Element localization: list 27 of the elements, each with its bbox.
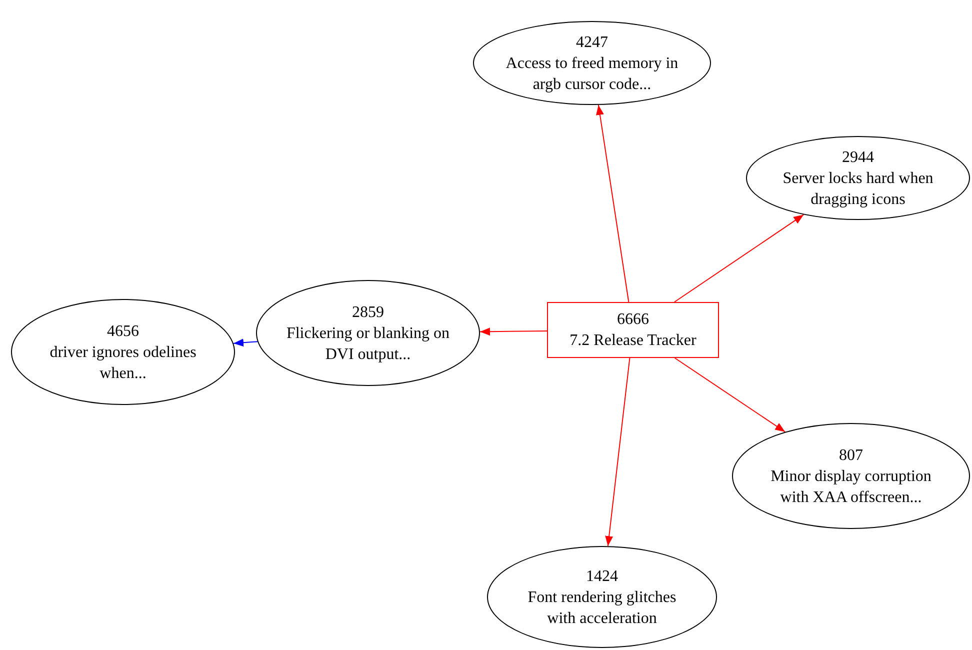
arrow <box>479 328 548 336</box>
bug-number: 807 <box>839 446 863 466</box>
bug-title: Server locks hard when dragging icons <box>782 168 934 210</box>
bug-number: 4247 <box>576 32 608 52</box>
bug-number: 2859 <box>352 302 384 322</box>
bug-number: 2944 <box>842 148 874 168</box>
bug-ellipse <box>746 136 970 220</box>
bug-ellipse <box>473 21 711 105</box>
arrow <box>605 358 630 547</box>
bug-title: Font rendering glitches with acceleration <box>526 588 678 628</box>
arrow <box>674 358 786 432</box>
bug-title: 7.2 Release Tracker <box>570 331 696 351</box>
bug-title: Access to freed memory in argb cursor code... <box>504 54 680 94</box>
bug-ellipse <box>256 280 480 386</box>
arrow <box>233 338 258 347</box>
bug-number: 6666 <box>617 310 649 330</box>
tracker-box <box>547 302 719 358</box>
bug-number: 4656 <box>107 322 139 342</box>
bug-title: Minor display corruption with XAA offscreen... <box>770 466 932 508</box>
bug-number: 1424 <box>586 566 618 586</box>
bug-title: Flickering or blanking on DVI output... <box>285 324 451 364</box>
bug-ellipse <box>11 299 235 405</box>
bug-ellipse <box>487 546 717 648</box>
arrow <box>596 104 630 302</box>
bug-ellipse <box>732 423 970 529</box>
arrow <box>674 214 804 302</box>
bug-title: driver ignores odelines when... <box>48 342 198 384</box>
